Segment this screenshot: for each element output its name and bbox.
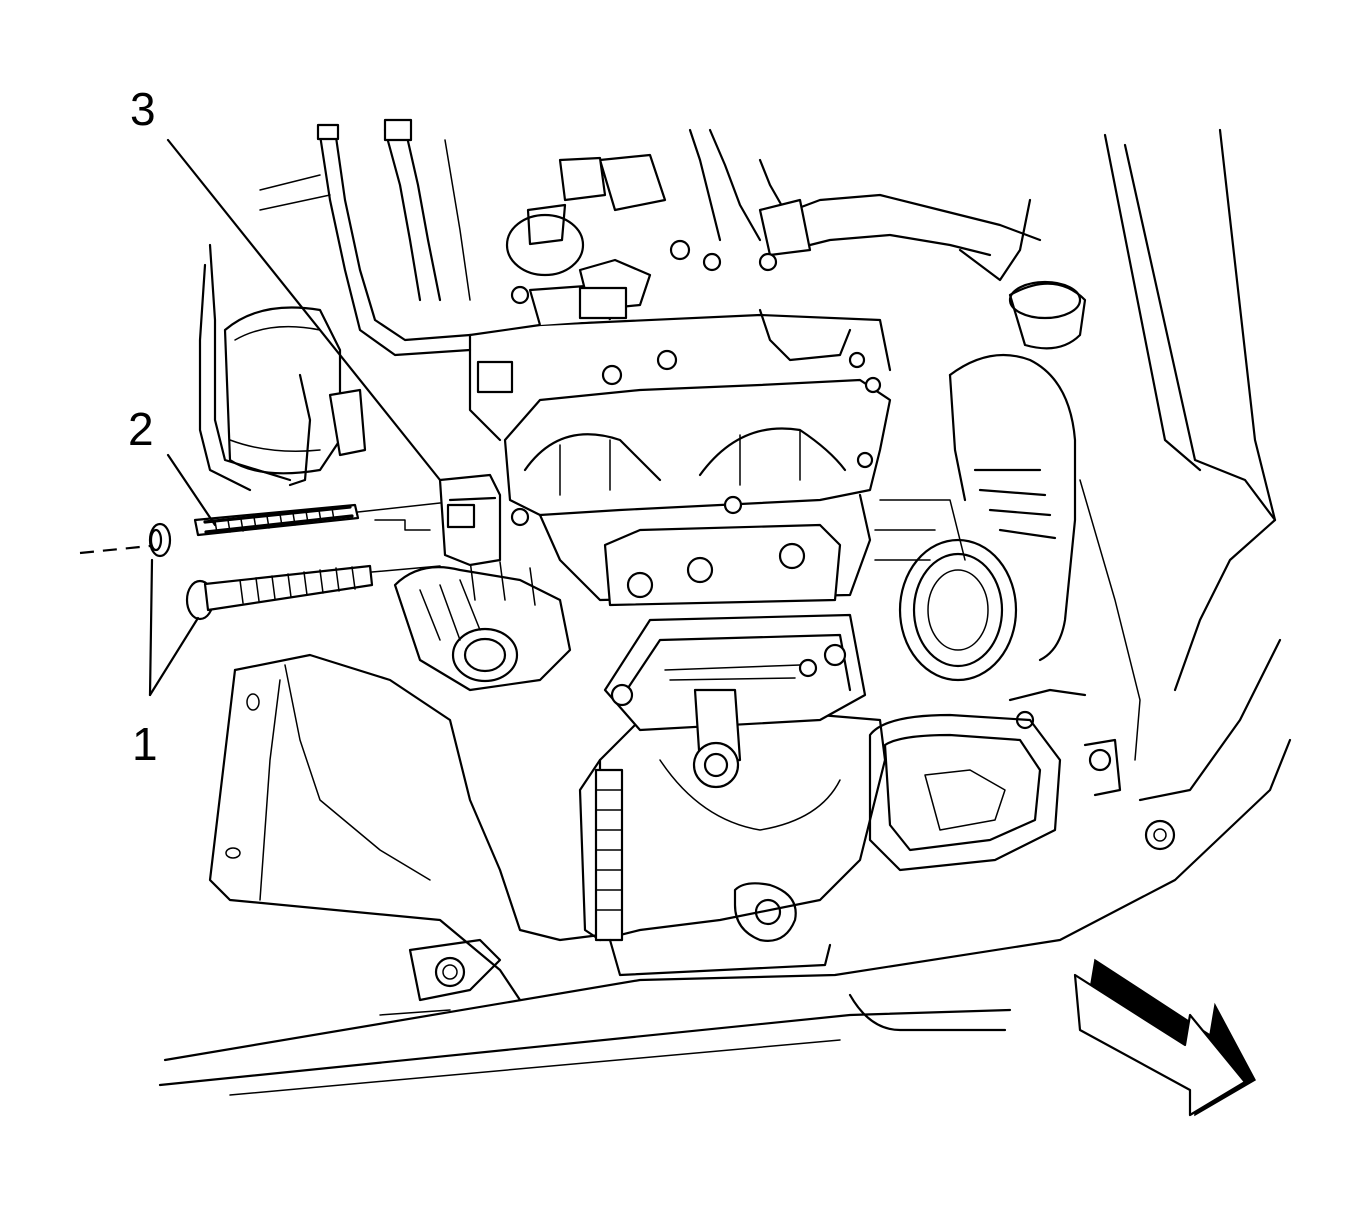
bolt-lower	[185, 564, 441, 621]
valve-cover-and-intake	[468, 128, 1042, 442]
intake-air-duct	[874, 198, 1087, 682]
air-cleaner-housing	[223, 306, 367, 487]
transmission-mount	[374, 473, 502, 567]
callout-3-label: 3	[130, 83, 156, 135]
engine-block	[503, 349, 892, 607]
leader-lines	[148, 138, 442, 697]
coolant-hoses	[198, 118, 472, 492]
alternator-pulley	[393, 559, 572, 692]
transmission-housing	[578, 713, 887, 977]
callout-1-label: 1	[132, 718, 158, 770]
callout-2-label: 2	[128, 403, 154, 455]
mount-bolts	[79, 502, 441, 621]
bolt-washer	[148, 522, 172, 558]
engine-mount-bracket	[603, 613, 867, 789]
inner-fender-panel	[208, 653, 602, 1016]
bolt-upper	[193, 502, 441, 537]
vehicle-body-frame	[158, 128, 1292, 1096]
front-direction-arrow-icon	[1073, 958, 1257, 1117]
lower-right-components	[868, 688, 1122, 872]
